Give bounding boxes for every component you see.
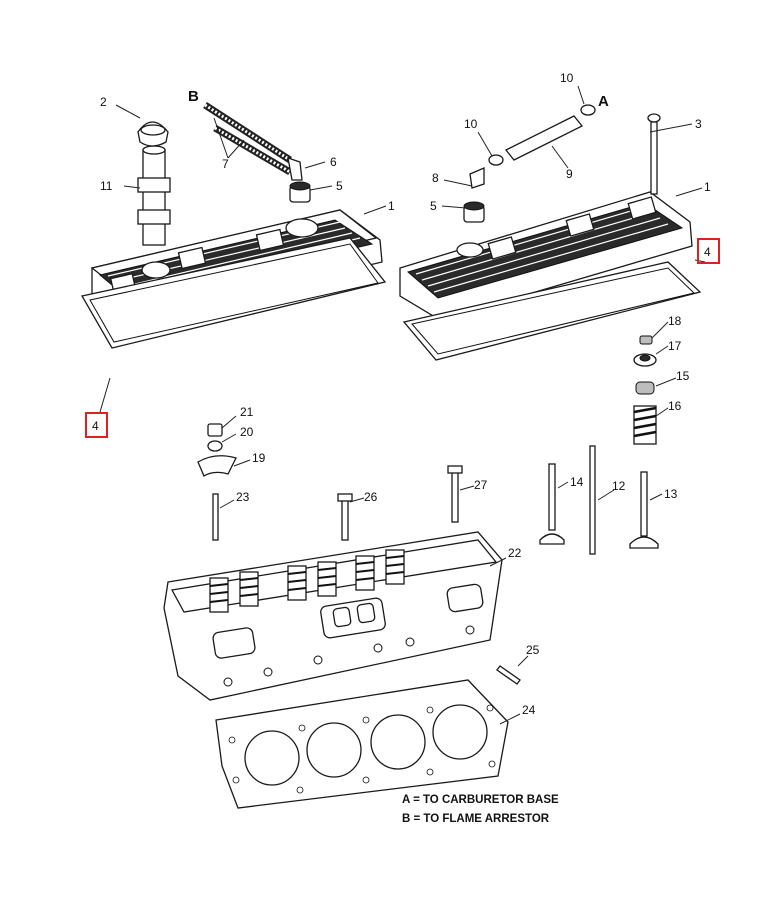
callout-26: 26 (364, 490, 378, 504)
legend-a: A = TO CARBURETOR BASE (402, 794, 559, 806)
oil-fill-cap (137, 121, 169, 147)
oil-fill-tube (137, 145, 171, 246)
elbow-fitting (287, 157, 303, 181)
callout-4-right-box (697, 238, 720, 264)
callout-13: 13 (664, 487, 678, 501)
letter-a: A (598, 93, 609, 110)
callout-5-right: 5 (430, 199, 437, 213)
callout-19: 19 (252, 451, 266, 465)
callout-21: 21 (240, 405, 254, 419)
letter-b: B (188, 88, 199, 105)
callout-6: 6 (330, 155, 337, 169)
callout-4-right: 4 (704, 245, 711, 259)
callout-4-left-box (85, 412, 108, 438)
rocker-arm (197, 455, 237, 477)
callout-18: 18 (668, 314, 682, 328)
right-valve-cover (399, 191, 693, 321)
callout-7: 7 (222, 157, 229, 171)
rocker-nut (207, 423, 223, 437)
valve-spring (633, 405, 657, 445)
exhaust-valve (629, 471, 659, 549)
head-stud (496, 665, 521, 685)
callout-1-left: 1 (388, 199, 395, 213)
pivot-ball (207, 440, 223, 452)
valve-keepers (639, 335, 653, 345)
callouts: 1 1 2 3 5 5 6 7 8 9 10 10 11 12 13 14 15… (85, 71, 720, 717)
callout-15: 15 (676, 369, 690, 383)
cylinder-head (163, 531, 503, 701)
callout-5-left: 5 (336, 179, 343, 193)
head-valve-springs (209, 549, 405, 613)
head-bolt-holes (223, 625, 475, 687)
callout-10-top: 10 (560, 71, 574, 85)
callout-8: 8 (432, 171, 439, 185)
legend: A = TO CARBURETOR BASE B = TO FLAME ARRE… (402, 794, 559, 825)
callout-25: 25 (526, 643, 540, 657)
rocker-stud (212, 493, 219, 541)
callout-17: 17 (668, 339, 682, 353)
head-bolt-short (337, 493, 353, 541)
right-gasket (402, 261, 702, 361)
right-fittings (463, 104, 596, 223)
crankcase-vent-hose (504, 115, 584, 161)
callout-3: 3 (695, 117, 702, 131)
oil-shield (635, 381, 655, 395)
callout-4-left: 4 (92, 419, 99, 433)
callout-10-mid: 10 (464, 117, 478, 131)
callout-22: 22 (508, 546, 522, 560)
cover-bolt (647, 113, 661, 195)
callout-24: 24 (522, 703, 536, 717)
callout-16: 16 (668, 399, 682, 413)
pushrod (589, 445, 596, 555)
callout-12: 12 (612, 479, 626, 493)
head-gasket (215, 679, 509, 809)
callout-23: 23 (236, 490, 250, 504)
left-gasket (80, 237, 387, 349)
leader-lines (99, 85, 706, 725)
callout-1-right: 1 (704, 180, 711, 194)
callout-14: 14 (570, 475, 584, 489)
callout-27: 27 (474, 478, 488, 492)
callout-2: 2 (100, 95, 107, 109)
callout-9: 9 (566, 167, 573, 181)
spring-retainer (633, 353, 657, 367)
breather-hoses (203, 102, 292, 176)
callout-11: 11 (100, 179, 113, 193)
callout-20: 20 (240, 425, 254, 439)
legend-b: B = TO FLAME ARRESTOR (402, 813, 550, 825)
left-grommet (289, 181, 311, 203)
head-bolt-long (447, 465, 463, 523)
intake-valve (539, 463, 565, 545)
